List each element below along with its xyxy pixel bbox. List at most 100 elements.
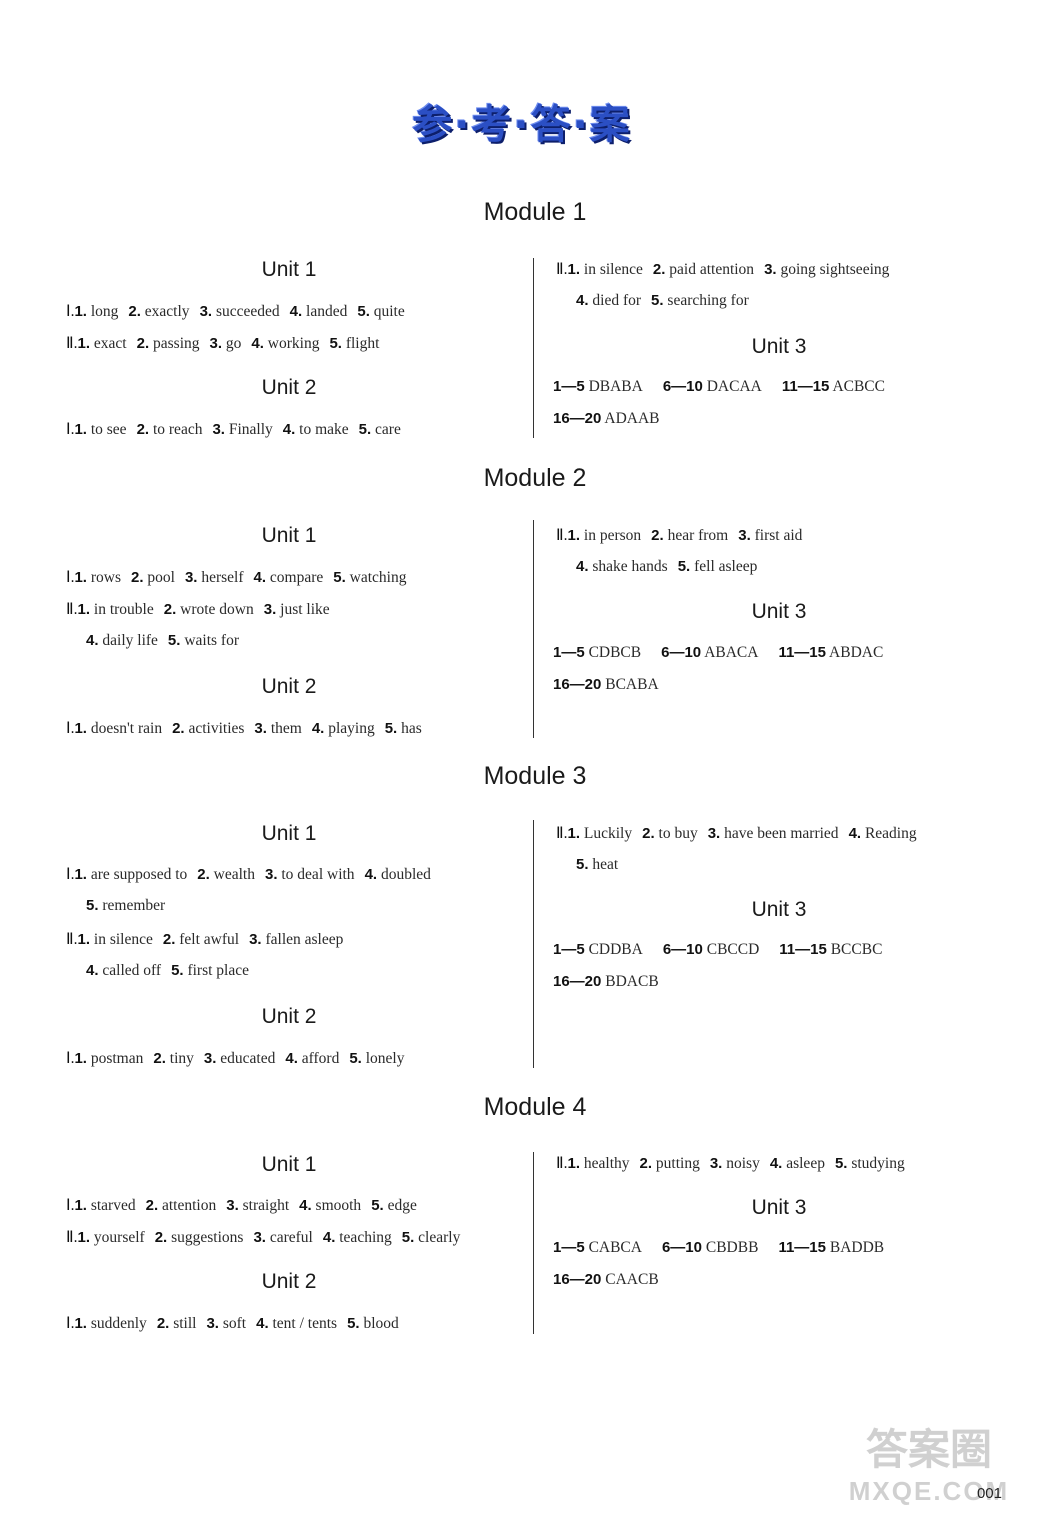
answer-text: Luckily: [583, 825, 633, 842]
answer-text: doesn't rain: [90, 720, 163, 737]
answer-text: in silence: [583, 261, 643, 278]
answer-range: 1—5: [553, 378, 585, 395]
answer-number: 4.: [253, 569, 267, 586]
answer-text: to reach: [152, 421, 203, 438]
section-label: Ⅰ.: [66, 569, 75, 586]
module-title: Module 2: [483, 464, 587, 492]
answer-range: 1—5: [553, 941, 585, 958]
answer-text: watching: [349, 569, 407, 586]
answer-text: to deal with: [281, 866, 355, 883]
answer-number: 5.: [677, 558, 691, 575]
answer-text: has: [401, 720, 422, 737]
answer-text: to see: [90, 421, 127, 438]
answer-text: herself: [201, 569, 244, 586]
answer-text: just like: [280, 601, 330, 618]
answer-number: 5.: [371, 1197, 384, 1214]
answer-line: 16—20 ADAAB: [553, 410, 660, 428]
answer-number: 2.: [163, 601, 177, 618]
answer-key: BCCBC: [830, 941, 883, 958]
answer-text: compare: [269, 569, 324, 586]
answer-range: 1—5: [553, 644, 585, 661]
answer-text: waits for: [184, 632, 239, 649]
answer-number: 2.: [156, 1315, 170, 1332]
answer-number: 5.: [357, 303, 370, 320]
answer-range: 11—15: [779, 941, 827, 958]
answer-text: died for: [592, 292, 642, 309]
answer-text: first aid: [754, 527, 803, 544]
answer-number: 1.: [77, 601, 91, 618]
answer-number: 4.: [576, 558, 589, 575]
section-label: Ⅱ.: [556, 527, 568, 544]
answer-text: are supposed to: [90, 866, 188, 883]
answer-number: 3.: [209, 335, 223, 352]
answer-number: 5.: [834, 1155, 848, 1172]
answer-key: CDDBA: [588, 941, 643, 958]
answer-range: 16—20: [553, 973, 602, 990]
watermark-bottom: MXQE.COM: [848, 1476, 1010, 1506]
answer-number: 4.: [364, 866, 378, 883]
answer-key: DBABA: [588, 378, 643, 395]
answer-line: 5. remember: [86, 897, 165, 915]
answer-text: edge: [387, 1197, 417, 1214]
page-number: 001: [976, 1485, 1002, 1502]
answer-line: 16—20 BCABA: [553, 676, 659, 694]
answer-text: in trouble: [93, 601, 154, 618]
section-label: Ⅱ.: [66, 335, 78, 352]
section-label: Ⅱ.: [556, 261, 568, 278]
answer-range: 11—15: [781, 378, 830, 395]
answer-number: 5.: [349, 1050, 362, 1067]
answer-key: CBDBB: [705, 1239, 759, 1256]
answer-number: 4.: [299, 1197, 312, 1214]
answer-text: working: [267, 335, 320, 352]
answer-text: blood: [363, 1315, 399, 1332]
answer-number: 3.: [184, 569, 198, 586]
answer-number: 1.: [74, 720, 87, 737]
answer-number: 5.: [167, 632, 181, 649]
answer-text: wrote down: [180, 601, 254, 618]
answer-text: long: [90, 303, 119, 320]
answer-text: straight: [242, 1197, 290, 1214]
section-label: Ⅰ.: [66, 720, 75, 737]
answer-range: 6—10: [661, 644, 702, 661]
answer-range: 16—20: [553, 676, 602, 693]
answer-key: ACBCC: [832, 378, 885, 395]
answer-text: tiny: [169, 1050, 194, 1067]
answer-number: 3.: [709, 1155, 723, 1172]
answer-text: in person: [583, 527, 642, 544]
answer-text: clearly: [418, 1229, 461, 1246]
section-label: Ⅱ.: [556, 1155, 568, 1172]
answer-number: 4.: [769, 1155, 783, 1172]
answer-number: 4.: [285, 1050, 298, 1067]
module-title: Module 4: [483, 1093, 587, 1121]
answer-text: careful: [269, 1229, 313, 1246]
section-label: Ⅰ.: [66, 303, 75, 320]
answer-number: 2.: [136, 335, 150, 352]
answer-text: suggestions: [171, 1229, 244, 1246]
answer-number: 2.: [197, 866, 210, 883]
answer-key: BDACB: [605, 973, 659, 990]
answer-text: shake hands: [592, 558, 668, 575]
unit-title: Unit 1: [261, 822, 317, 845]
answer-number: 3.: [707, 825, 721, 842]
unit-title: Unit 3: [751, 600, 807, 623]
answer-key: CAACB: [605, 1271, 659, 1288]
answer-number: 2.: [652, 261, 666, 278]
answer-number: 4.: [322, 1229, 336, 1246]
answer-number: 4.: [282, 421, 296, 438]
column-divider: [533, 520, 534, 738]
page-title: 参·考·答·案: [412, 102, 632, 148]
answer-range: 11—15: [778, 644, 826, 661]
section-label: Ⅰ.: [66, 1197, 75, 1214]
unit-title: Unit 2: [261, 675, 317, 698]
answer-text: paid attention: [669, 261, 755, 278]
answer-number: 2.: [136, 421, 150, 438]
answer-text: landed: [306, 303, 348, 320]
answer-number: 4.: [289, 303, 303, 320]
